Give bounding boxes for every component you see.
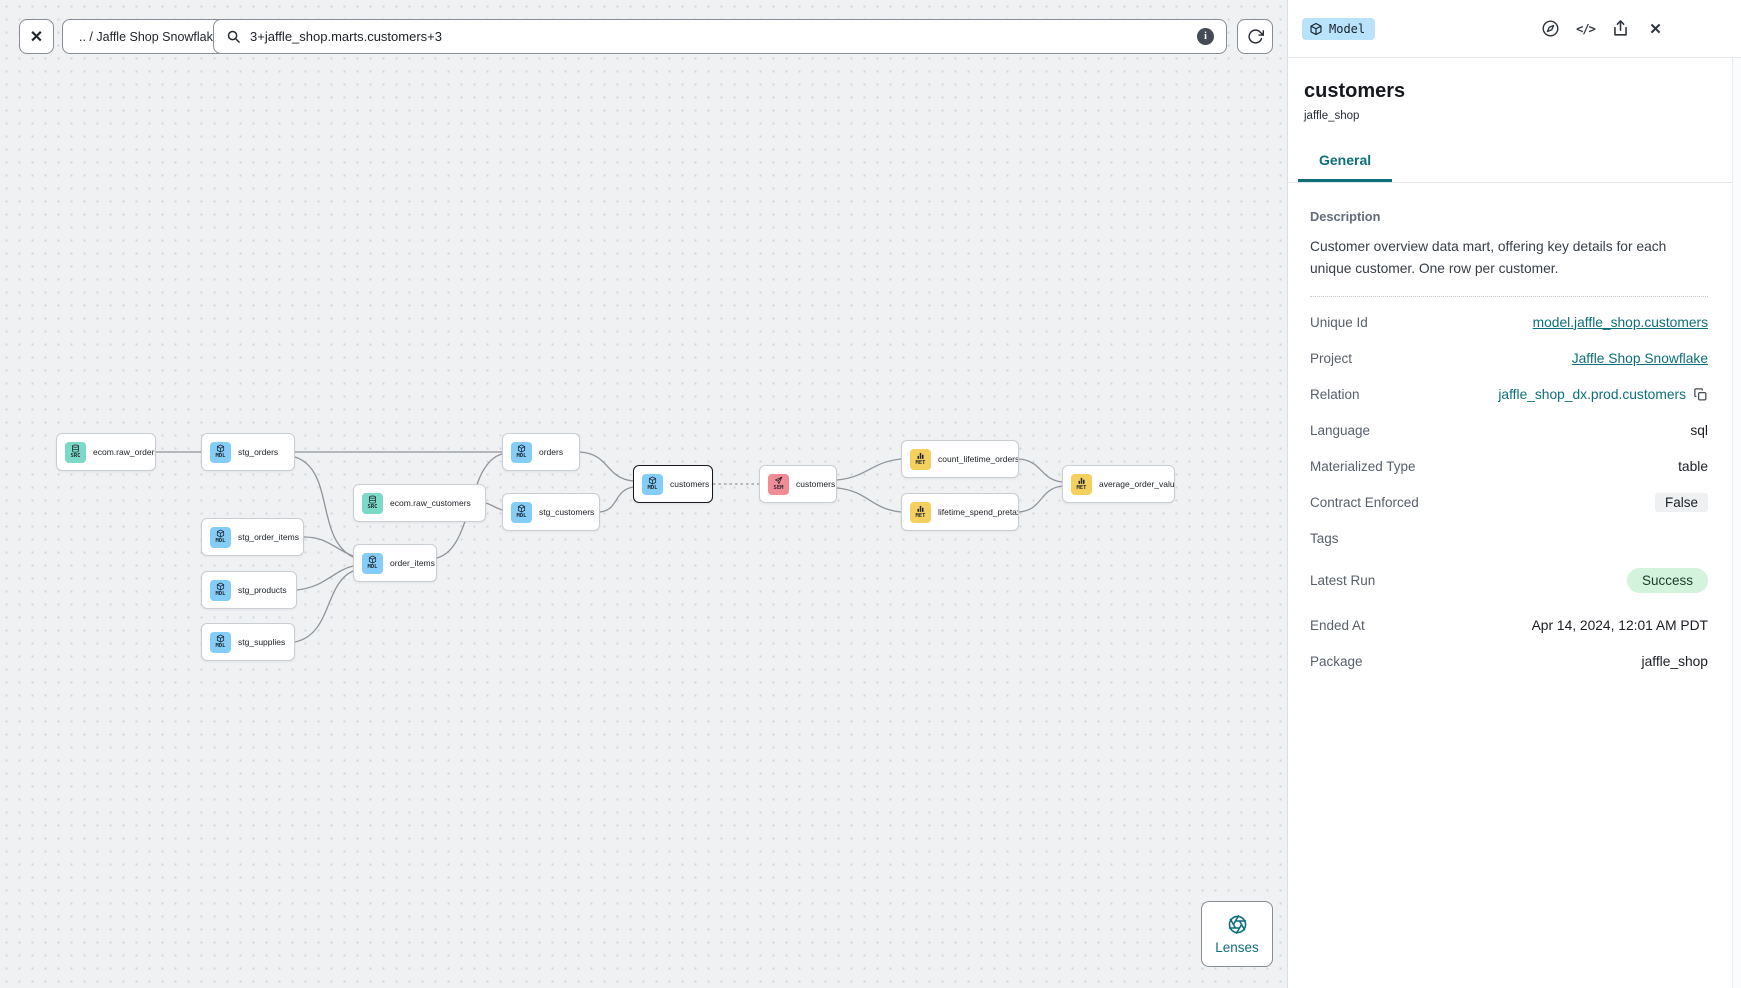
refresh-button[interactable] (1237, 19, 1273, 54)
page-title: customers (1304, 80, 1406, 102)
graph-node-count-lifetime-orders[interactable]: MET count_lifetime_orders (901, 440, 1019, 478)
share-button[interactable] (1611, 19, 1630, 38)
breadcrumb[interactable]: .. / Jaffle Shop Snowflake (62, 19, 237, 54)
model-icon: MDL (642, 473, 663, 495)
graph-node-stg-supplies[interactable]: MDL stg_supplies (201, 623, 295, 661)
graph-node-stg-order-items[interactable]: MDL stg_order_items (201, 518, 304, 556)
unique-id-link[interactable]: model.jaffle_shop.customers (1532, 314, 1708, 330)
semantic-model-icon: SEM (768, 473, 789, 495)
field-row-contract-enforced: Contract Enforced False (1310, 492, 1708, 513)
lineage-canvas[interactable]: SRC ecom.raw_orders MDL stg_orders SRC e… (0, 0, 1287, 988)
graph-node-customers-selected[interactable]: MDL customers (633, 465, 713, 503)
explore-lineage-button[interactable] (1541, 19, 1560, 38)
metric-icon: MET (1071, 473, 1092, 495)
source-icon: SRC (65, 441, 86, 463)
lineage-search: i (213, 19, 1227, 54)
project-link[interactable]: Jaffle Shop Snowflake (1571, 350, 1708, 366)
graph-node-ecom-raw-customers[interactable]: SRC ecom.raw_customers (353, 484, 486, 522)
graph-node-stg-products[interactable]: MDL stg_products (201, 571, 297, 609)
field-row-latest-run: Latest Run Success (1310, 567, 1708, 593)
description-label: Description (1310, 209, 1381, 224)
source-icon: SRC (362, 492, 383, 514)
divider (1310, 295, 1708, 297)
model-icon: MDL (210, 579, 231, 601)
view-code-button[interactable]: </> (1576, 21, 1596, 36)
graph-node-average-order-value[interactable]: MET average_order_value (1062, 465, 1175, 503)
aperture-icon (1227, 914, 1248, 935)
metric-icon: MET (910, 501, 931, 523)
graph-node-ecom-raw-orders[interactable]: SRC ecom.raw_orders (56, 433, 156, 471)
field-row-materialized-type: Materialized Type table (1310, 458, 1708, 474)
graph-node-lifetime-spend-pretax[interactable]: MET lifetime_spend_pretax (901, 493, 1019, 531)
model-icon: MDL (210, 526, 231, 548)
model-icon: MDL (511, 441, 532, 463)
panel-header: Model </> ✕ (1288, 0, 1741, 58)
copy-icon (1693, 387, 1708, 402)
graph-node-orders[interactable]: MDL orders (502, 433, 580, 471)
field-row-project: Project Jaffle Shop Snowflake (1310, 350, 1708, 366)
package-subtitle: jaffle_shop (1304, 110, 1360, 122)
model-icon: MDL (210, 631, 231, 653)
graph-node-stg-orders[interactable]: MDL stg_orders (201, 433, 295, 471)
panel-scrollbar[interactable] (1732, 58, 1741, 988)
tab-general[interactable]: General (1298, 152, 1393, 182)
field-row-package: Package jaffle_shop (1310, 653, 1708, 669)
contract-enforced-badge: False (1654, 492, 1708, 512)
lenses-button[interactable]: Lenses (1201, 901, 1273, 967)
field-row-language: Language sql (1310, 422, 1708, 438)
status-badge: Success (1626, 567, 1708, 593)
copy-relation-button[interactable] (1693, 387, 1708, 402)
field-row-relation: Relation jaffle_shop_dx.prod.customers (1310, 384, 1708, 405)
resource-type-badge: Model (1302, 17, 1376, 40)
description-text: Customer overview data mart, offering ke… (1310, 239, 1667, 277)
graph-node-customers-semantic[interactable]: SEM customers (759, 465, 837, 503)
close-icon: ✕ (29, 28, 44, 46)
model-icon: MDL (210, 441, 231, 463)
close-lineage-button[interactable]: ✕ (19, 19, 54, 54)
model-icon: MDL (362, 552, 383, 574)
model-icon: MDL (511, 501, 532, 523)
cube-icon (1309, 22, 1323, 36)
search-input[interactable] (250, 29, 1188, 44)
close-panel-button[interactable]: ✕ (1649, 20, 1662, 38)
field-row-tags: Tags (1310, 530, 1339, 546)
search-icon (226, 29, 241, 44)
field-row-unique-id: Unique Id model.jaffle_shop.customers (1310, 314, 1708, 330)
refresh-icon (1247, 28, 1264, 45)
graph-node-stg-customers[interactable]: MDL stg_customers (502, 493, 600, 531)
panel-tabs: General (1288, 152, 1741, 183)
field-row-ended-at: Ended At Apr 14, 2024, 12:01 AM PDT (1310, 617, 1708, 633)
compass-icon (1541, 19, 1560, 38)
details-panel: Model </> ✕ customers jaffle_shop Genera… (1287, 0, 1741, 988)
metric-icon: MET (910, 448, 931, 470)
info-icon[interactable]: i (1197, 28, 1214, 45)
share-icon (1611, 19, 1630, 38)
graph-node-order-items[interactable]: MDL order_items (353, 544, 437, 582)
